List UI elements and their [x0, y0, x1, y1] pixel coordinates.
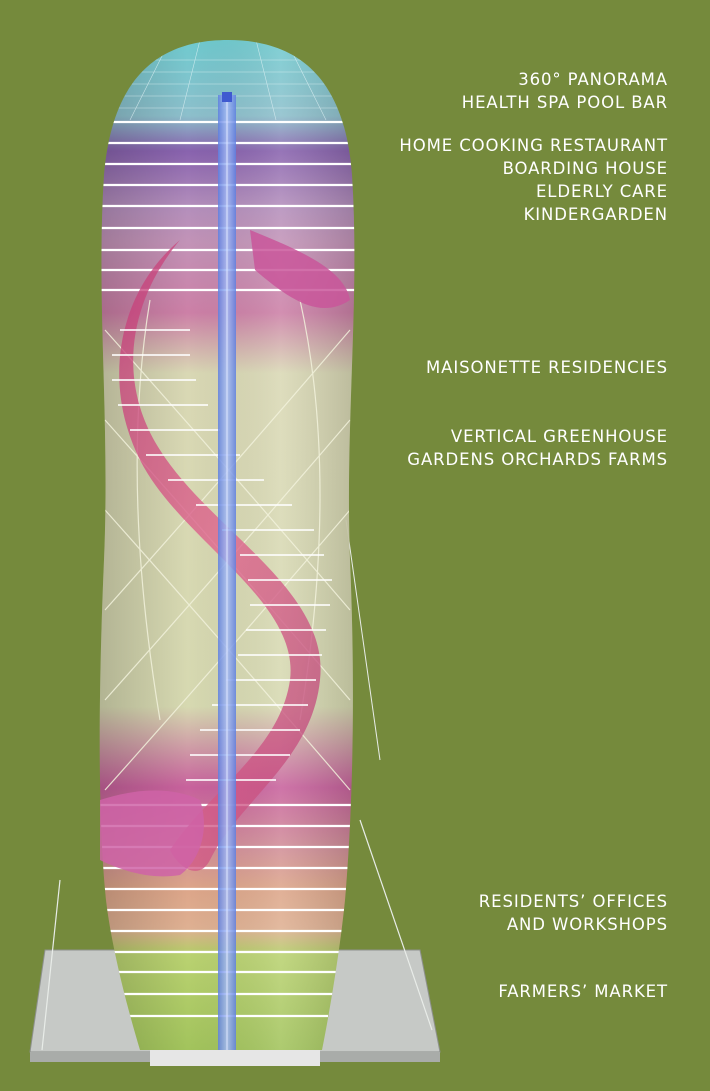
- label-line: RESIDENTS’ OFFICES: [478, 892, 668, 911]
- label-line: HOME COOKING RESTAURANT: [399, 136, 668, 155]
- elevator-core: [218, 92, 236, 1055]
- label-line: VERTICAL GREENHOUSE: [450, 427, 668, 446]
- label-line: FARMERS’ MARKET: [498, 982, 668, 1001]
- label-line: AND WORKSHOPS: [506, 915, 668, 934]
- label-line: BOARDING HOUSE: [502, 159, 668, 178]
- label-farmers-market: FARMERS’ MARKET: [498, 980, 668, 1003]
- tower-base: [150, 1050, 320, 1066]
- label-line: GARDENS ORCHARDS FARMS: [407, 450, 668, 469]
- label-panorama: 360° PANORAMA HEALTH SPA POOL BAR: [462, 68, 668, 114]
- label-line: ELDERLY CARE: [535, 182, 668, 201]
- label-line: MAISONETTE RESIDENCIES: [426, 358, 668, 377]
- label-offices: RESIDENTS’ OFFICES AND WORKSHOPS: [479, 890, 668, 936]
- label-community-services: HOME COOKING RESTAURANT BOARDING HOUSE E…: [399, 134, 668, 226]
- label-line: KINDERGARDEN: [523, 205, 668, 224]
- label-line: HEALTH SPA POOL BAR: [461, 93, 668, 112]
- label-line: 360° PANORAMA: [518, 70, 668, 89]
- label-residences: MAISONETTE RESIDENCIES: [426, 356, 668, 379]
- label-greenhouse: VERTICAL GREENHOUSE GARDENS ORCHARDS FAR…: [407, 425, 668, 471]
